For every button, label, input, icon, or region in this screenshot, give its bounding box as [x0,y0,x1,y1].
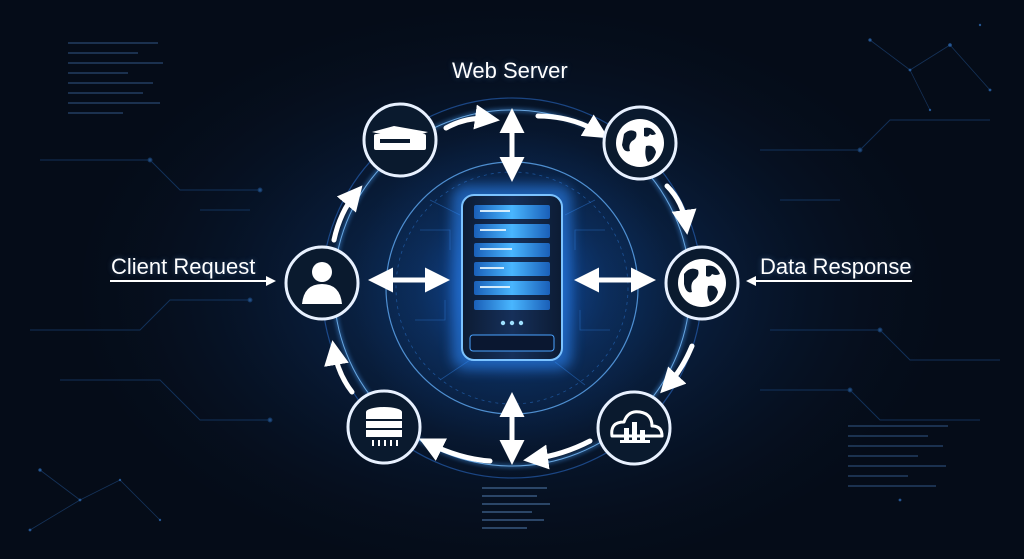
database-icon [366,407,402,446]
globe-icon [678,259,726,307]
flow-arc-top-to-globe [535,113,609,139]
network-dots [28,23,992,532]
node-globe-top [602,105,678,181]
node-cloud [596,390,672,466]
flow-arc-right-to-cloud [660,343,695,394]
node-router [362,102,438,178]
node-database [346,389,422,465]
flow-arc-router-to-top [443,104,500,131]
router-icon [372,126,428,150]
data-response-label: Data Response [760,254,912,279]
globe-icon [616,119,664,167]
flow-arc-db-to-client [324,340,355,395]
client-request-label: Client Request [111,254,256,279]
flow-arc-bottom-to-db [419,438,493,464]
circuit-traces [30,119,1000,423]
server-link-arrows [368,108,656,465]
flow-arc-cloud-to-bottom [523,438,593,470]
node-globe-right [664,245,740,321]
decorative-text-block-right [848,425,948,487]
flow-arc-client-to-router [331,185,363,243]
server-rack-icon [461,194,563,361]
cloud-data-icon [610,410,664,443]
decorative-text-block-left [68,42,163,114]
flow-arc-globe-to-right [664,183,697,235]
server-slots [474,205,550,310]
network-lines [29,39,991,531]
decorative-text-block-bottom [482,487,550,529]
node-client [284,245,360,321]
flow-arcs [324,104,697,470]
user-icon [302,262,342,304]
diagram-title: Web Server [452,58,568,83]
